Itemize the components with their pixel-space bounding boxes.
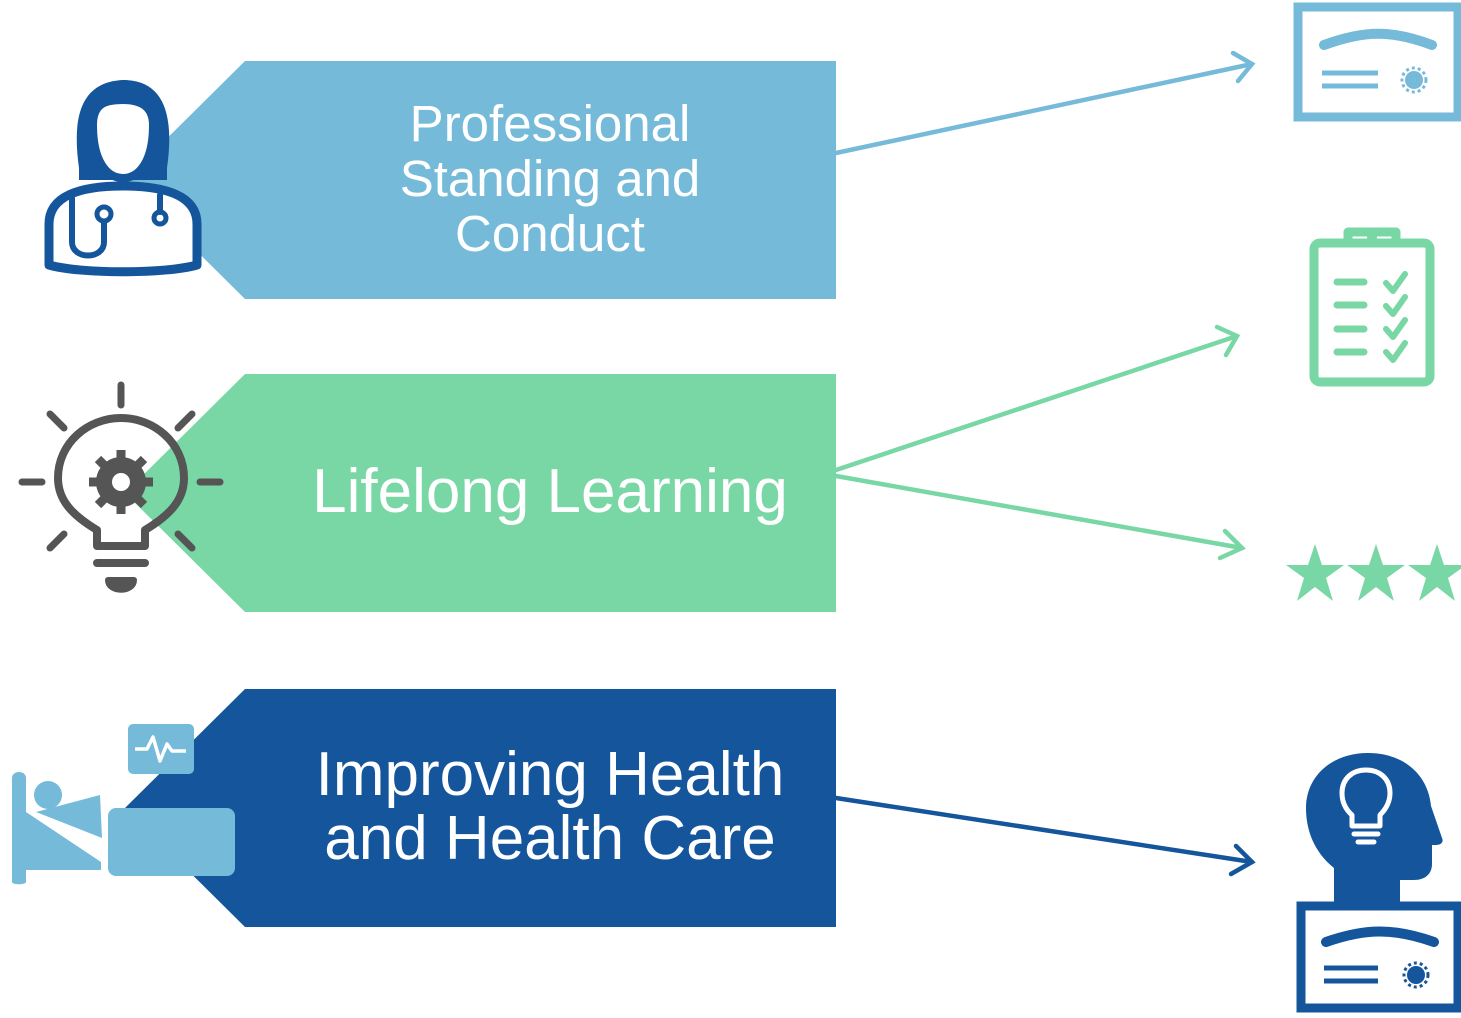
tag-label-line: Professional <box>409 95 691 152</box>
tag-improving-shape <box>125 689 836 927</box>
tag-label-line: Conduct <box>455 205 645 262</box>
tag-label-line: Standing and <box>399 150 701 207</box>
three-stars-icon <box>1286 544 1461 601</box>
hospital-bed-icon <box>12 724 235 885</box>
star-icon <box>1347 544 1405 601</box>
tag-lifelong-label: Lifelong Learning <box>270 459 830 525</box>
tag-lifelong-shape <box>125 374 836 612</box>
tag-label-line: and Health Care <box>324 804 776 873</box>
arrow-lifelong-clipboard <box>833 324 1241 473</box>
arrow-improving-head <box>833 795 1256 877</box>
tag-label-line: Improving Health <box>315 740 785 809</box>
star-icon <box>1408 544 1461 601</box>
doctor-icon <box>44 80 202 277</box>
head-lightbulb-certificate-icon <box>1296 753 1461 1013</box>
certificate-icon <box>1293 2 1461 122</box>
arrow-professional-certificate <box>833 50 1256 156</box>
tag-improving-label: Improving Health and Health Care <box>270 743 830 871</box>
tag-label-line: Lifelong Learning <box>312 457 788 526</box>
tag-professional-shape <box>125 61 836 299</box>
tag-professional-label: Professional Standing and Conduct <box>330 96 770 261</box>
star-icon <box>1286 544 1344 601</box>
arrow-lifelong-stars <box>833 473 1246 561</box>
clipboard-checklist-icon <box>1309 227 1435 387</box>
lightbulb-gear-icon <box>18 381 224 593</box>
